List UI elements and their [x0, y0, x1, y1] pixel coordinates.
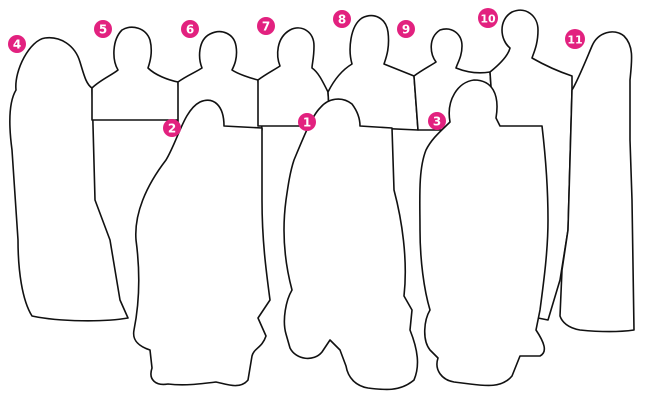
badge-4-label: 4	[13, 38, 21, 52]
badge-4: 4	[8, 35, 26, 53]
badge-2: 2	[163, 119, 181, 137]
badge-8-label: 8	[338, 13, 346, 27]
badge-11-label: 11	[567, 34, 582, 47]
badge-10: 10	[478, 8, 498, 28]
badge-10-label: 10	[480, 13, 496, 26]
silhouette-5	[92, 27, 180, 120]
badge-9: 9	[397, 20, 415, 38]
silhouette-1	[284, 99, 417, 389]
badge-5-label: 5	[99, 23, 107, 37]
badge-1-label: 1	[303, 116, 311, 130]
badge-6: 6	[181, 20, 199, 38]
badge-7-label: 7	[262, 20, 270, 34]
badge-5: 5	[94, 20, 112, 38]
badge-11: 11	[565, 29, 585, 49]
badge-2-label: 2	[168, 122, 176, 136]
badge-1: 1	[298, 113, 316, 131]
badge-9-label: 9	[402, 23, 410, 37]
badge-6-label: 6	[186, 23, 194, 37]
badge-3-label: 3	[433, 115, 441, 129]
badge-7: 7	[257, 17, 275, 35]
badge-8: 8	[333, 10, 351, 28]
silhouette-2	[134, 100, 270, 385]
badge-3: 3	[428, 112, 446, 130]
